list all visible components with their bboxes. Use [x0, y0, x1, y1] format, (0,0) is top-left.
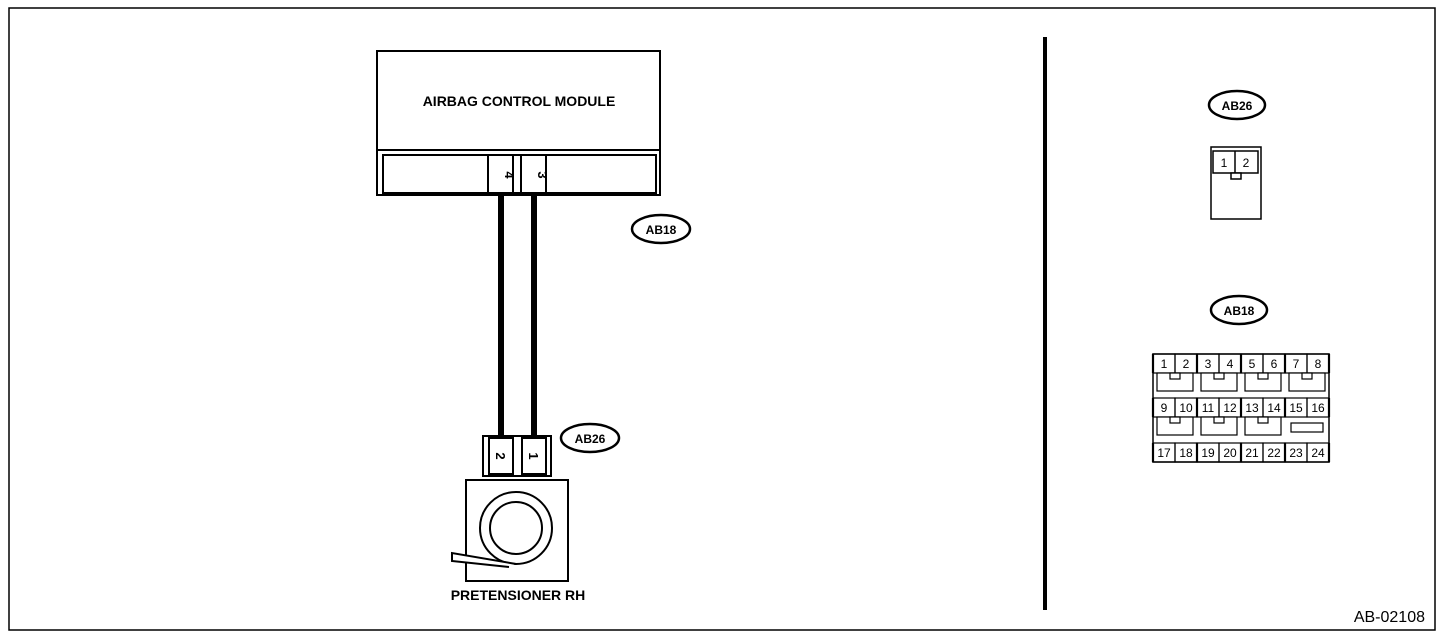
ab18-pin-5: 5: [1249, 357, 1256, 371]
ab18-pin-18: 18: [1179, 446, 1193, 460]
ab18-pin-23: 23: [1289, 446, 1303, 460]
ab18-pin-9: 9: [1161, 401, 1168, 415]
pretensioner-pin-2-cell: [488, 437, 514, 475]
ab18-pin-1: 1: [1161, 357, 1168, 371]
pretensioner-pin-1-cell: [521, 437, 547, 475]
connector-view-ab26-id: AB26: [1222, 99, 1253, 113]
ab18-pin-22: 22: [1267, 446, 1281, 460]
connector-tag-ab26: AB26: [559, 422, 621, 454]
pretensioner-reel-inner: [489, 501, 543, 555]
pretensioner-belt: [451, 551, 517, 568]
module-pin-4-cell: [487, 154, 514, 194]
airbag-control-module: AIRBAG CONTROL MODULE 4 3: [376, 50, 661, 196]
ab18-pin-12: 12: [1223, 401, 1237, 415]
ab18-pin-21: 21: [1245, 446, 1259, 460]
ab18-pin-16: 16: [1311, 401, 1325, 415]
ab18-pin-13: 13: [1245, 401, 1259, 415]
ab18-pin-6: 6: [1271, 357, 1278, 371]
ab18-pin-11: 11: [1202, 401, 1215, 415]
pretensioner-pin-2: 2: [493, 452, 508, 459]
ab18-latch-tab: [1169, 416, 1181, 424]
ab18-latch-tab: [1169, 372, 1181, 380]
diagram-frame: [8, 7, 1436, 631]
module-label: AIRBAG CONTROL MODULE: [423, 93, 616, 109]
ab18-latch-tab: [1301, 372, 1313, 380]
connector-tag-ab18: AB18: [630, 213, 692, 245]
module-pin-4: 4: [502, 171, 517, 179]
ab18-pin-2: 2: [1183, 357, 1190, 371]
module-connector-strip: [382, 154, 657, 194]
pretensioner-label: PRETENSIONER RH: [451, 587, 586, 603]
ab18-blank-slot: [1290, 422, 1324, 433]
ab18-pin-8: 8: [1315, 357, 1322, 371]
ab18-pin-24: 24: [1311, 446, 1325, 460]
document-id: AB-02108: [1354, 609, 1425, 626]
connector-view-ab26: AB26 1 2: [1207, 89, 1267, 220]
connector-view-ab26-pin-2: 2: [1243, 156, 1250, 170]
ab18-latch-tab: [1213, 372, 1225, 380]
ab18-pin-20: 20: [1223, 446, 1237, 460]
ab18-pin-10: 10: [1179, 401, 1193, 415]
pretensioner-pin-1: 1: [526, 452, 541, 459]
pretensioner-rh: 2 1 PRETENSIONER RH: [451, 435, 586, 603]
ab18-pin-17: 17: [1157, 446, 1171, 460]
ab18-latch-tab: [1257, 372, 1269, 380]
ab18-pin-15: 15: [1289, 401, 1303, 415]
ab18-latch-tab: [1213, 416, 1225, 424]
module-pin-3-cell: [520, 154, 547, 194]
connector-view-ab26-pin-1: 1: [1221, 156, 1228, 170]
ab18-pin-3: 3: [1205, 357, 1212, 371]
ab18-pin-19: 19: [1201, 446, 1215, 460]
ab18-latch-tab: [1257, 416, 1269, 424]
module-pin-3: 3: [535, 171, 550, 178]
ab18-pin-7: 7: [1293, 357, 1300, 371]
connector-tag-ab26-text: AB26: [575, 432, 606, 446]
ab18-pin-14: 14: [1267, 401, 1281, 415]
connector-tag-ab18-text: AB18: [646, 223, 677, 237]
ab18-pin-4: 4: [1227, 357, 1234, 371]
connector-view-ab18-id: AB18: [1224, 304, 1255, 318]
